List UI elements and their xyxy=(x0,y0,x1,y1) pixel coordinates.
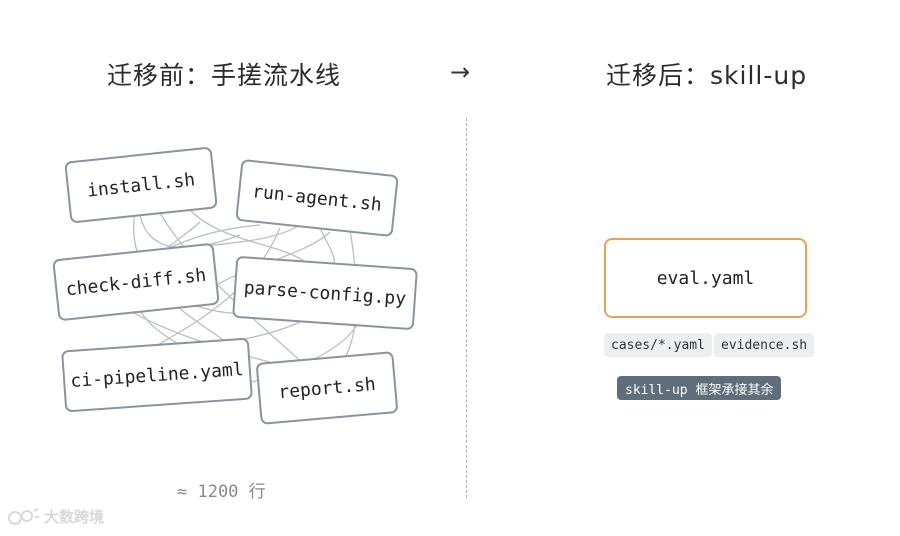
section-divider xyxy=(466,118,467,498)
watermark-logo-icon xyxy=(8,507,39,525)
evidence-chip: evidence.sh xyxy=(714,333,815,357)
connection-line xyxy=(139,214,241,249)
before-migration-heading: 迁移前：手搓流水线 xyxy=(107,61,342,90)
line-count-label: ≈ 1200 行 xyxy=(177,482,266,502)
framework-badge: skill-up 框架承接其余 xyxy=(617,376,782,400)
script-box-report: report.sh xyxy=(255,351,399,425)
after-migration-heading: 迁移后：skill-up xyxy=(606,61,808,90)
watermark: 大数跨境 xyxy=(6,506,104,527)
arrow-right-icon: → xyxy=(450,58,471,86)
script-box-parse-config: parse-config.py xyxy=(232,255,418,331)
watermark-text: 大数跨境 xyxy=(44,508,105,526)
cases-chip: cases/*.yaml xyxy=(604,333,712,357)
connection-line xyxy=(149,227,281,351)
eval-yaml-box: eval.yaml xyxy=(604,238,807,318)
script-box-ci-pipeline: ci-pipeline.yaml xyxy=(61,337,253,413)
